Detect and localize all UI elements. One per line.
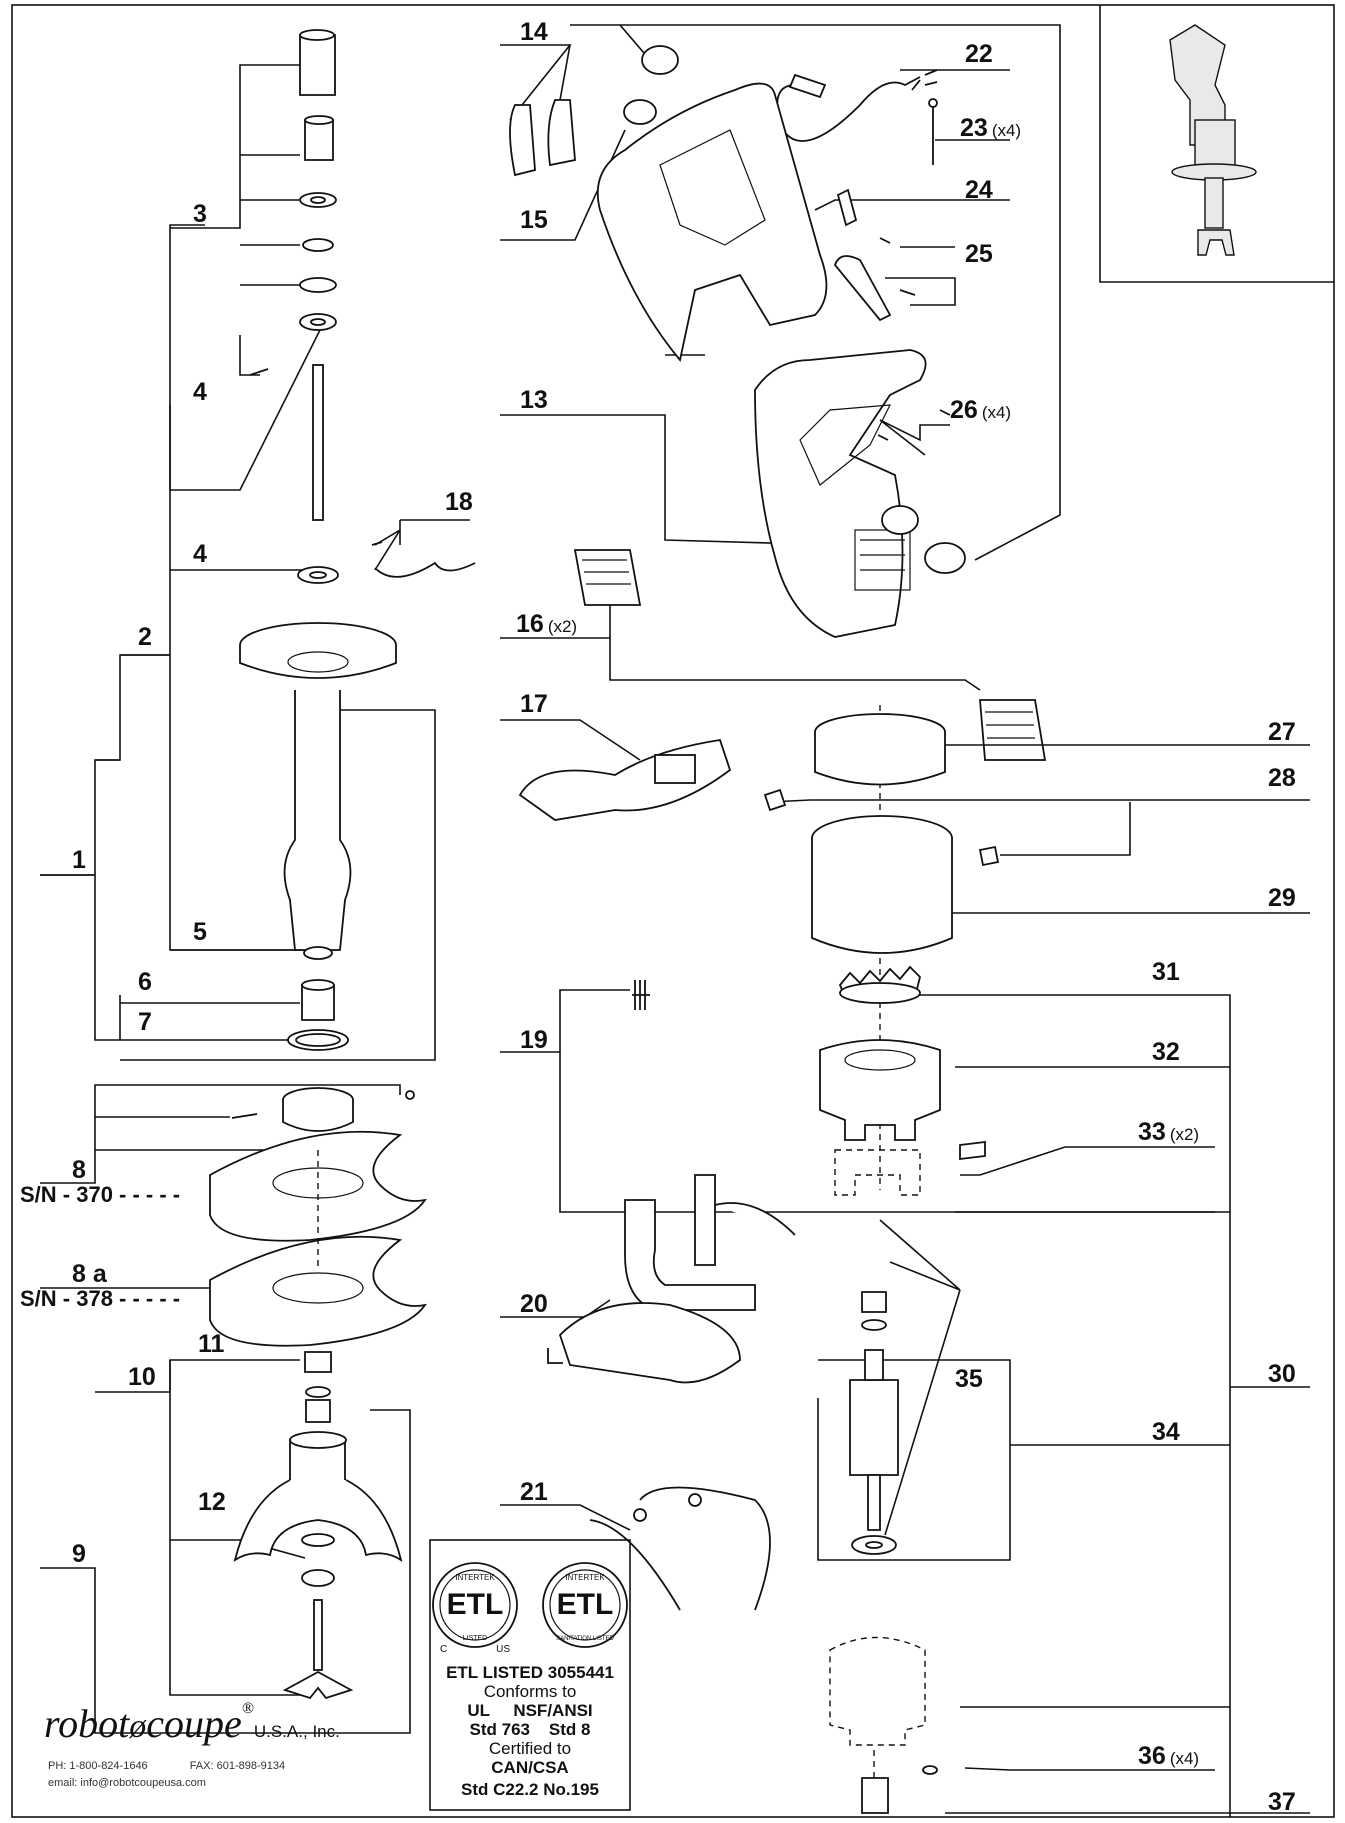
callout-label-37: 36(x4)	[1138, 1742, 1199, 1770]
serial-number-notes: S/N - 370 - - - - - S/N - 378 - - - - -	[20, 1182, 180, 1311]
callout-label-23: 22	[965, 40, 993, 68]
leader-lines-left	[40, 64, 470, 1734]
callout-label-32: 31	[1152, 958, 1180, 986]
housing-parts	[509, 45, 1047, 1611]
brand-name-robot: robot	[44, 1701, 130, 1746]
contact-fax: FAX: 601-898-9134	[189, 1760, 286, 1772]
contact-email: email: info@robotcoupeusa.com	[48, 1777, 206, 1789]
brand-name-coupe: coupe	[146, 1701, 242, 1746]
callout-label-2: 3	[193, 200, 207, 228]
callout-label-16: 15	[520, 206, 548, 234]
callout-label-34: 33(x2)	[1138, 1118, 1199, 1146]
callout-label-19: 18	[445, 488, 473, 516]
callout-label-10: 9	[72, 1540, 86, 1568]
etl-left-intertek: INTERTEK	[455, 1573, 495, 1582]
callout-label-29: 28	[1268, 764, 1296, 792]
etl-line-6: CAN/CSA	[491, 1758, 568, 1777]
callout-label-35: 34	[1152, 1418, 1180, 1446]
callout-label-9: 8 a	[72, 1260, 108, 1288]
callout-label-6: 6	[138, 968, 152, 996]
callout-label-15: 14	[520, 18, 548, 46]
callout-label-38: 37	[1268, 1788, 1296, 1816]
thumbnail-box	[1099, 5, 1334, 283]
shaft-assembly-parts	[209, 29, 476, 1700]
etl-mark-left: ETL	[447, 1588, 504, 1621]
callout-label-33: 32	[1152, 1038, 1180, 1066]
callout-label-30: 29	[1268, 884, 1296, 912]
callout-label-12: 11	[198, 1330, 225, 1358]
etl-line-7: Std C22.2 No.195	[461, 1780, 599, 1799]
callout-label-8: 8	[72, 1156, 86, 1184]
callout-label-5: 5	[193, 918, 207, 946]
etl-text: ETL ETL INTERTEK INTERTEK C LISTED US SA…	[440, 1573, 615, 1799]
callout-label-27: 26(x4)	[950, 396, 1011, 424]
callout-label-31: 30	[1268, 1360, 1296, 1388]
callout-label-28: 27	[1268, 718, 1296, 746]
serial-note-1: S/N - 378 - - - - -	[20, 1286, 180, 1311]
callout-label-1: 2	[138, 623, 152, 651]
callout-label-22: 21	[520, 1478, 548, 1506]
motor-parts	[763, 713, 1000, 1814]
callout-label-25: 24	[965, 176, 993, 204]
etl-mark-right: ETL	[557, 1588, 614, 1621]
callout-label-11: 10	[128, 1363, 156, 1391]
etl-line-1: ETL LISTED 3055441	[446, 1663, 614, 1682]
callout-label-7: 7	[138, 1008, 152, 1036]
callout-label-26: 25	[965, 240, 993, 268]
brand-logo: robotøcoupe® U.S.A., Inc.	[44, 1700, 340, 1747]
callout-label-13: 12	[198, 1488, 226, 1516]
callout-label-21: 20	[520, 1290, 548, 1318]
etl-certification-block	[429, 1539, 631, 1811]
callout-label-24: 23(x4)	[960, 114, 1021, 142]
callout-label-36: 35	[955, 1365, 983, 1393]
thumbnail-blender-image	[1169, 24, 1257, 256]
etl-left-listed: LISTED	[463, 1635, 488, 1642]
page-frame	[11, 4, 1335, 1818]
etl-left-us: US	[496, 1644, 510, 1655]
brand-swirl-icon: ø	[129, 1708, 147, 1745]
callout-label-18: 17	[520, 690, 548, 718]
callout-label-17: 16(x2)	[516, 610, 577, 638]
brand-registered: ®	[241, 1700, 254, 1717]
leader-lines-middle	[500, 24, 1215, 1531]
contact-info: PH: 1-800-824-1646 FAX: 601-898-9134 emai…	[48, 1758, 327, 1792]
contact-phone: PH: 1-800-824-1646	[48, 1760, 148, 1772]
serial-note-0: S/N - 370 - - - - -	[20, 1182, 180, 1207]
etl-line-5: Certified to	[489, 1739, 571, 1758]
callout-label-14: 13	[520, 386, 548, 414]
callout-label-3: 4	[193, 378, 207, 406]
callout-label-20: 19	[520, 1026, 548, 1054]
etl-line-2: Conforms to	[484, 1682, 577, 1701]
etl-line-4: Std 763 Std 8	[470, 1720, 591, 1739]
callout-label-0: 1	[72, 846, 86, 874]
callout-label-4: 4	[193, 540, 207, 568]
etl-left-c: C	[440, 1644, 447, 1655]
etl-line-3: UL NSF/ANSI	[467, 1701, 592, 1720]
etl-right-intertek: INTERTEK	[565, 1573, 605, 1582]
etl-right-sanitation: SANITATION LISTED	[556, 1636, 614, 1642]
brand-suffix: U.S.A., Inc.	[253, 1722, 340, 1741]
